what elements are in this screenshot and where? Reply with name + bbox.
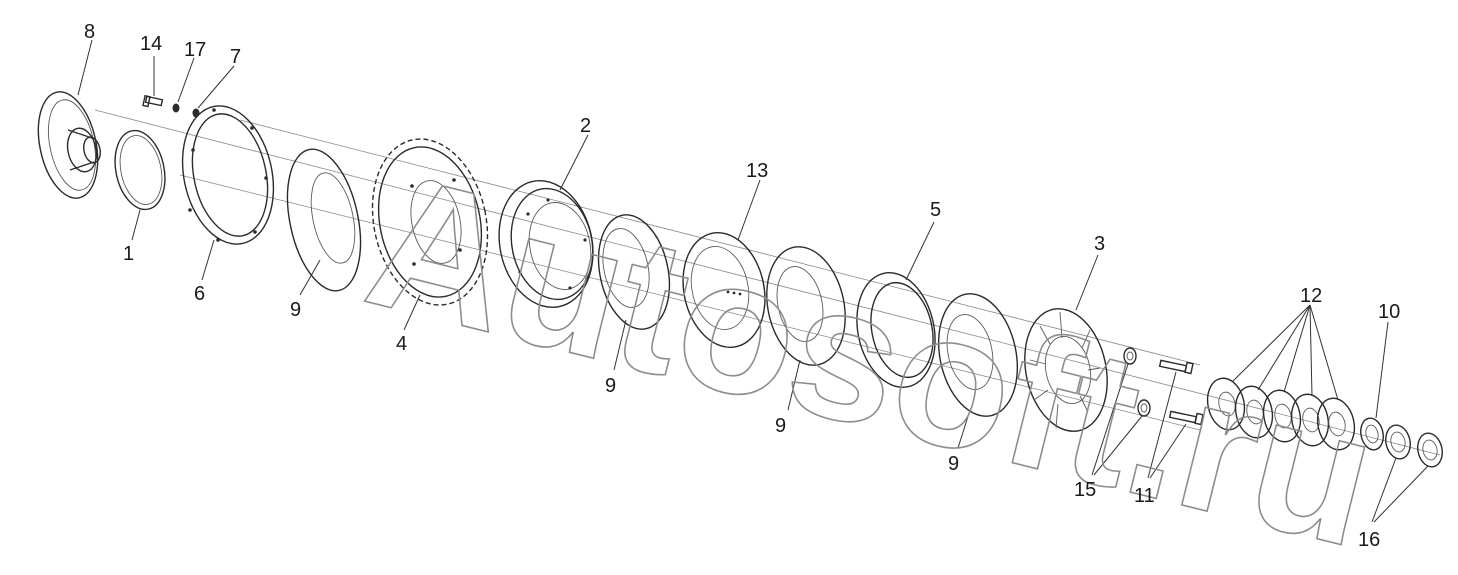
label-9-b: 9 [605,375,616,397]
part-9-disc-3 [766,246,846,366]
watermark: Autosoft.ru [349,133,1395,575]
leader-lines [77,39,1429,523]
label-4: 4 [396,333,407,355]
part-11-bolts [1158,359,1204,426]
part-15-nuts [1123,347,1151,417]
part-14-bolt [142,94,164,108]
label-3: 3 [1094,233,1105,255]
part-17-washer [172,103,180,113]
part-7-nut [192,108,200,118]
part-1-ring [114,129,166,211]
part-3-spring-cage [1024,308,1108,432]
label-10: 10 [1378,301,1400,323]
label-1: 1 [123,243,134,265]
watermark-text: Autosoft.ru [350,134,1395,575]
label-2: 2 [580,115,591,137]
part-16-lock-nuts [1385,424,1443,468]
label-9-a: 9 [290,299,301,321]
label-9-c: 9 [775,415,786,437]
label-9-d: 9 [948,453,959,475]
label-15: 15 [1074,479,1096,501]
part-10-washer [1360,417,1384,451]
label-6: 6 [194,283,205,305]
part-9-disc-4 [937,293,1019,417]
label-11: 11 [1134,485,1155,507]
part-9-disc-2 [597,214,671,330]
label-13: 13 [746,160,768,182]
part-4-sprocket [371,138,489,306]
label-7: 7 [230,46,241,68]
label-16: 16 [1358,529,1380,551]
part-6-mounting-ring [181,105,275,245]
label-17: 17 [184,39,206,61]
label-8: 8 [84,21,95,43]
part-12-disc-springs [1206,377,1356,451]
label-12: 12 [1300,285,1322,307]
callout-labels: 8 14 17 7 1 6 9 4 2 13 9 9 5 9 3 15 11 1… [84,21,1400,551]
part-8-hub-flange [37,91,101,199]
part-5-ring [856,272,936,388]
label-5: 5 [930,199,941,221]
part-13-pressure-plate [682,231,766,349]
label-14: 14 [140,33,162,55]
part-2-housing [498,179,594,309]
part-9-disc-1 [286,148,362,292]
